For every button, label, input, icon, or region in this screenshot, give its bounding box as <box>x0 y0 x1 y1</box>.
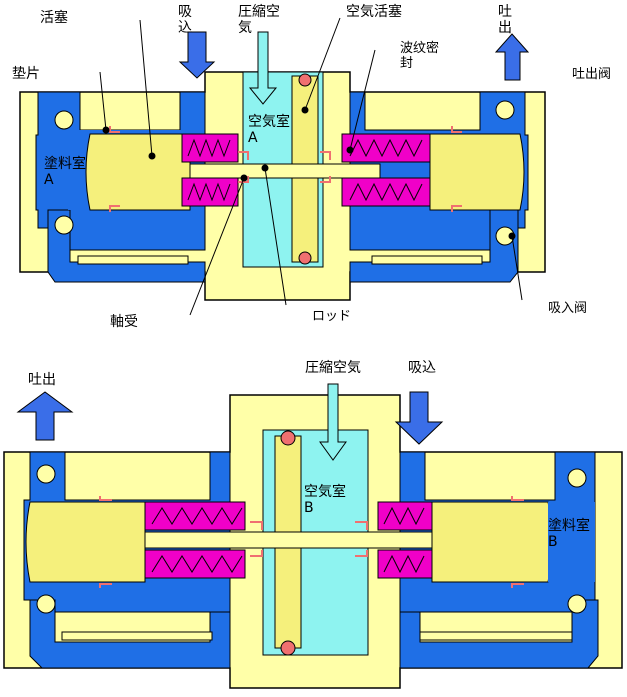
ball-valve-icon <box>567 594 587 614</box>
bellows-icon <box>377 501 433 579</box>
rod-top <box>179 163 381 179</box>
label-compressed-air-top: 圧縮空気 <box>238 4 280 36</box>
label-suction-bottom: 吸込 <box>408 360 436 376</box>
ball-valve-icon <box>54 215 74 235</box>
ball-valve-icon <box>495 100 515 120</box>
paint-piston-left-b <box>25 501 146 583</box>
paint-channel-left-b-bottom <box>29 599 231 669</box>
o-ring-icon <box>298 251 312 265</box>
paint-chamber-b-fill <box>548 502 595 582</box>
label-gasket: 垫片 <box>12 66 40 82</box>
label-bellows-seal: 波纹密封 <box>400 40 439 71</box>
left-bottom-slot <box>77 255 189 265</box>
o-ring-icon <box>280 430 296 446</box>
left-bottom-slot-b <box>61 631 213 641</box>
label-compressed-air-bottom: 圧縮空気 <box>305 360 361 376</box>
ball-valve-icon <box>567 468 587 488</box>
label-suction-top: 吸込 <box>178 4 192 36</box>
label-bearing: 軸受 <box>110 314 138 330</box>
bellows-icon <box>144 501 246 579</box>
air-inlet-arrow-icon <box>248 31 278 105</box>
bellows-icon <box>181 133 239 207</box>
right-bottom-slot-b <box>419 631 573 641</box>
label-discharge-top: 吐出 <box>498 4 512 36</box>
label-discharge-valve: 吐出阀 <box>572 67 611 82</box>
label-discharge-bottom: 吐出 <box>28 372 56 388</box>
bellows-icon <box>341 133 431 207</box>
ball-valve-icon <box>54 110 74 130</box>
ball-valve-icon <box>36 464 56 484</box>
paint-piston-right-b <box>431 501 553 583</box>
paint-piston-left <box>85 133 191 211</box>
gasket-marks <box>109 126 462 212</box>
suction-arrow-icon <box>178 31 216 79</box>
suction-arrow-icon <box>394 391 444 445</box>
ball-valve-icon <box>36 594 56 614</box>
label-suction-valve: 吸入阀 <box>548 301 587 316</box>
o-ring-icon <box>280 640 296 656</box>
air-inlet-arrow-icon <box>319 383 347 461</box>
label-piston: 活塞 <box>40 9 68 26</box>
discharge-arrow-icon <box>16 391 74 441</box>
label-air-piston: 空気活塞 <box>346 3 402 20</box>
rod-bottom <box>137 531 439 549</box>
leader-lines-top <box>99 17 523 316</box>
discharge-arrow-icon <box>494 33 530 81</box>
right-bottom-slot <box>371 255 483 265</box>
label-rod: ロッド <box>312 309 351 324</box>
gasket-marks-b <box>99 496 524 588</box>
paint-piston-right <box>429 133 525 211</box>
o-ring-icon <box>298 73 312 87</box>
leader-dots-top <box>102 106 516 240</box>
